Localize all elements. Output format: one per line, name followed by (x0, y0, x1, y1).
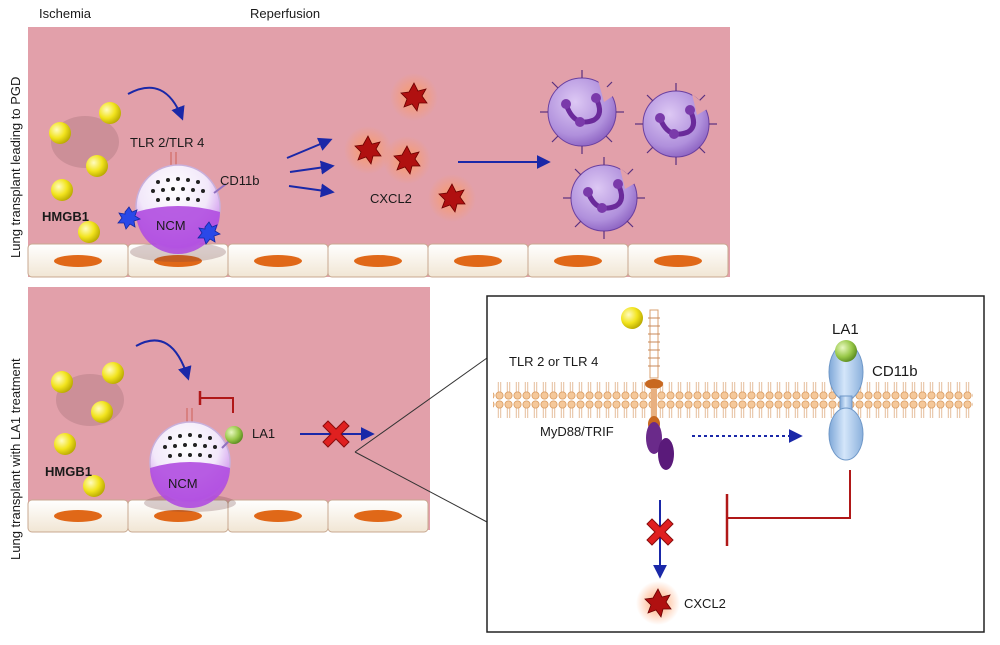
panel1-side-label: Lung transplant leading to PGD (8, 77, 23, 258)
la1-label-mid: LA1 (252, 426, 275, 441)
cxcl2-inset (636, 581, 680, 625)
binding-arrow-mid (135, 339, 192, 381)
hmgb1-label-mid: HMGB1 (45, 464, 92, 479)
ncm-label-mid: NCM (168, 476, 198, 491)
inset-frame (486, 295, 985, 633)
ischemia-label: Ischemia (39, 6, 92, 21)
release-arrows (286, 137, 335, 198)
ncm-cell-mid (144, 421, 243, 512)
ncm-label-top: NCM (156, 218, 186, 233)
epithelial-layer (27, 243, 729, 278)
zoom-connector (354, 357, 488, 523)
inhibition-mark-mid (200, 397, 234, 413)
inset-myd-label: MyD88/TRIF (540, 424, 614, 439)
myd88-adaptor (646, 422, 674, 470)
hmgb1-molecules (49, 102, 121, 243)
inhibition-line-inset (727, 470, 851, 519)
hmgb1-label-top: HMGB1 (42, 209, 89, 224)
signaling-inset: TLR 2 or TLR 4 MyD88/TRIF LA1 CD11b CXCL… (486, 295, 985, 633)
cell-membrane (493, 380, 973, 420)
hmgb1-molecules-2 (51, 362, 124, 497)
blocked-arrow (300, 420, 375, 448)
inset-tlr-label: TLR 2 or TLR 4 (509, 354, 598, 369)
ncm-cell-top (117, 164, 227, 262)
inset-cxcl2-label: CXCL2 (684, 596, 726, 611)
binding-arrow-top (127, 86, 185, 121)
inset-la1-label: LA1 (832, 321, 859, 338)
panel-la1: HMGB1 NCM LA1 (27, 287, 430, 533)
neutrophil-cells (540, 70, 717, 239)
epithelial-layer-2 (27, 499, 429, 533)
cd11b-label-top: CD11b (220, 173, 260, 188)
cxcl2-chemokines (344, 73, 476, 222)
inset-cd11b-label: CD11b (872, 363, 918, 380)
cxcl2-label-top: CXCL2 (370, 191, 412, 206)
reperfusion-label: Reperfusion (250, 6, 320, 21)
tlr-label-top: TLR 2/TLR 4 (130, 135, 204, 150)
cd11b-integrin (828, 340, 864, 461)
panel2-side-label: Lung transplant with LA1 treatment (8, 358, 23, 560)
panel-pgd: HMGB1 TLR 2/TLR 4 NCM CD11b (27, 27, 730, 278)
